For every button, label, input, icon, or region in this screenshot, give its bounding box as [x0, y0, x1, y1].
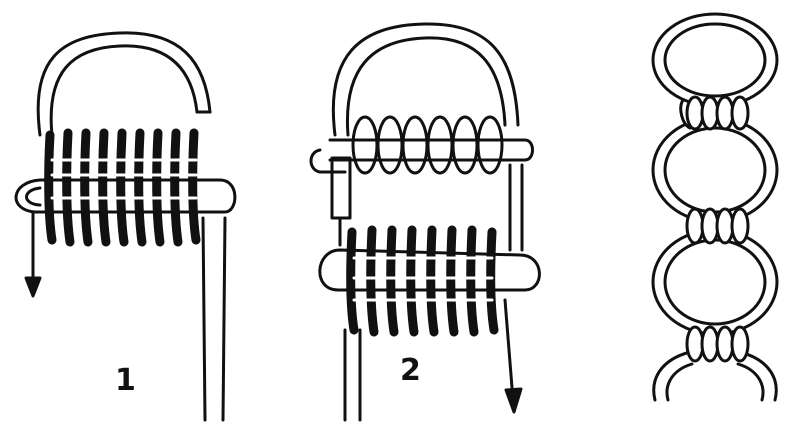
- chain-ring: [653, 118, 777, 222]
- figure-1-whipping: [16, 33, 235, 420]
- figure-2-label: 2: [400, 356, 421, 386]
- chain-seizing: [687, 209, 748, 243]
- chain-ring: [653, 230, 777, 334]
- arrow-down-icon: [26, 278, 40, 296]
- figure-1-wraps: [49, 133, 196, 242]
- chain-seizing: [681, 97, 748, 129]
- figure-3-chain: [653, 14, 777, 400]
- chain-seizing: [687, 327, 748, 361]
- chain-ring: [653, 14, 777, 106]
- figure-1-loop: [38, 33, 210, 135]
- figure-2-upper-coils: [330, 117, 533, 173]
- figure-2-lower-wraps: [351, 230, 494, 332]
- figure-1-standing-part: [203, 218, 205, 420]
- figure-2-whipping: [311, 24, 539, 420]
- figure-1-label: 1: [115, 366, 136, 396]
- arrow-down-icon: [506, 389, 521, 412]
